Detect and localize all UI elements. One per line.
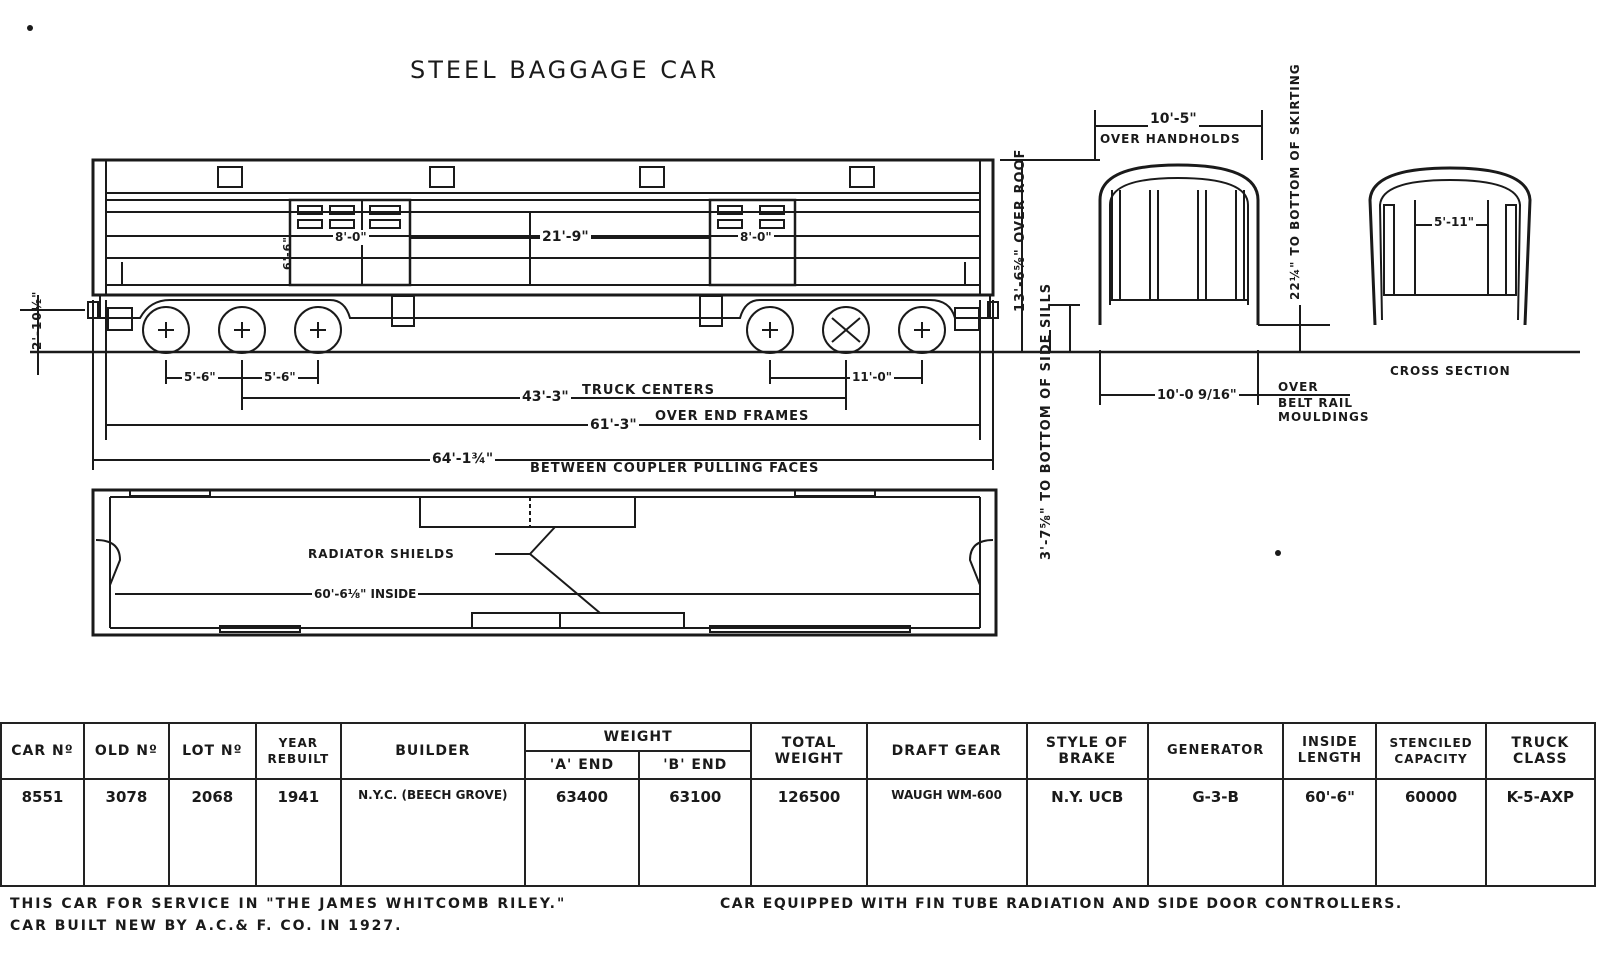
door2-width-dim: 8'-0" — [738, 230, 774, 245]
side-elevation — [20, 158, 1580, 470]
cell-stenciled-capacity: 60000 — [1375, 778, 1487, 887]
cell-year-rebuilt: 1941 — [254, 778, 342, 887]
coupler-faces-label: BETWEEN COUPLER PULLING FACES — [530, 461, 820, 476]
header-weight: WEIGHT — [523, 722, 753, 752]
cell-inside-length: 60'-6" — [1282, 778, 1378, 887]
header-old-no: OLD Nº — [82, 722, 170, 780]
cross-section-label: CROSS SECTION — [1390, 364, 1511, 378]
header-b-end: 'B' END — [638, 750, 753, 780]
cell-generator: G-3-B — [1146, 778, 1285, 887]
service-note: THIS CAR FOR SERVICE IN "THE JAMES WHITC… — [10, 896, 567, 912]
header-generator: GENERATOR — [1146, 722, 1285, 780]
truck-wheelbase-dim: 11'-0" — [850, 370, 894, 385]
axle-spacing-1-dim: 5'-6" — [182, 370, 218, 385]
cell-truck-class: K-5-AXP — [1484, 778, 1597, 887]
over-handholds-label: OVER HANDHOLDS — [1100, 132, 1241, 146]
belt-rail-label-1: OVER — [1278, 380, 1319, 394]
belt-rail-dim: 10'-0 9/16" — [1155, 388, 1239, 403]
door-height-dim: 6'-6" — [281, 236, 294, 270]
cell-a-end: 63400 — [523, 778, 641, 887]
cell-b-end: 63100 — [638, 778, 753, 887]
header-style-of-brake: STYLE OF BRAKE — [1025, 722, 1149, 780]
cell-total-weight: 126500 — [750, 778, 868, 887]
table-row: 8551 3078 2068 1941 N.Y.C. (BEECH GROVE)… — [0, 778, 1597, 887]
header-a-end: 'A' END — [523, 750, 641, 780]
truck-centers-dim: 43'-3" — [520, 389, 571, 405]
door1-width-dim: 8'-0" — [333, 230, 369, 245]
header-builder: BUILDER — [339, 722, 526, 780]
inside-length-dim: 60'-6⅛" INSIDE — [312, 587, 419, 602]
cell-car-no: 8551 — [0, 778, 85, 887]
over-roof-dim: 13'-6⅝" OVER ROOF — [1013, 148, 1028, 312]
built-note: CAR BUILT NEW BY A.C.& F. CO. IN 1927. — [10, 918, 403, 934]
inside-width-dim: 5'-11" — [1432, 215, 1476, 230]
spec-table: CAR Nº OLD Nº LOT Nº YEAR REBUILT BUILDE… — [0, 722, 1597, 887]
end-view — [1094, 110, 1350, 405]
car-drawing — [20, 25, 1580, 637]
header-car-no: CAR Nº — [0, 722, 85, 780]
over-end-frames-label: OVER END FRAMES — [655, 409, 810, 424]
wheels — [142, 306, 946, 354]
header-year-rebuilt: YEAR REBUILT — [254, 722, 342, 780]
header-truck-class: TRUCK CLASS — [1484, 722, 1597, 780]
header-stenciled-capacity: STENCILED CAPACITY — [1375, 722, 1487, 780]
truck-centers-label: TRUCK CENTERS — [582, 383, 715, 398]
axle-spacing-2-dim: 5'-6" — [262, 370, 298, 385]
cell-builder: N.Y.C. (BEECH GROVE) — [339, 778, 526, 887]
header-lot-no: LOT Nº — [167, 722, 257, 780]
header-total-weight: TOTAL WEIGHT — [750, 722, 868, 780]
over-handholds-dim: 10'-5" — [1148, 111, 1199, 127]
cell-lot-no: 2068 — [167, 778, 257, 887]
cell-style-of-brake: N.Y. UCB — [1025, 778, 1149, 887]
equipment-note: CAR EQUIPPED WITH FIN TUBE RADIATION AND… — [720, 896, 1403, 912]
coupler-faces-dim: 64'-1¾" — [430, 451, 496, 467]
radiator-shields-label: RADIATOR SHIELDS — [308, 547, 455, 561]
header-draft-gear: DRAFT GEAR — [865, 722, 1028, 780]
cell-draft-gear: WAUGH WM-600 — [865, 778, 1028, 887]
cross-section — [1368, 166, 1532, 326]
skirting-dim: 22¼" TO BOTTOM OF SKIRTING — [1288, 63, 1302, 300]
drawing-title: STEEL BAGGAGE CAR — [410, 56, 720, 84]
door-spacing-dim: 21'-9" — [540, 229, 591, 245]
belt-rail-label-2: BELT RAIL — [1278, 396, 1354, 410]
side-sills-dim: 3'-7⅝" TO BOTTOM OF SIDE SILLS — [1039, 282, 1054, 560]
floor-plan — [91, 488, 998, 637]
header-inside-length: INSIDE LENGTH — [1282, 722, 1378, 780]
belt-rail-label-3: MOULDINGS — [1278, 410, 1370, 424]
cell-old-no: 3078 — [82, 778, 170, 887]
coupler-height-dim: 2'-10½" — [30, 290, 44, 350]
over-end-frames-dim: 61'-3" — [588, 417, 639, 433]
